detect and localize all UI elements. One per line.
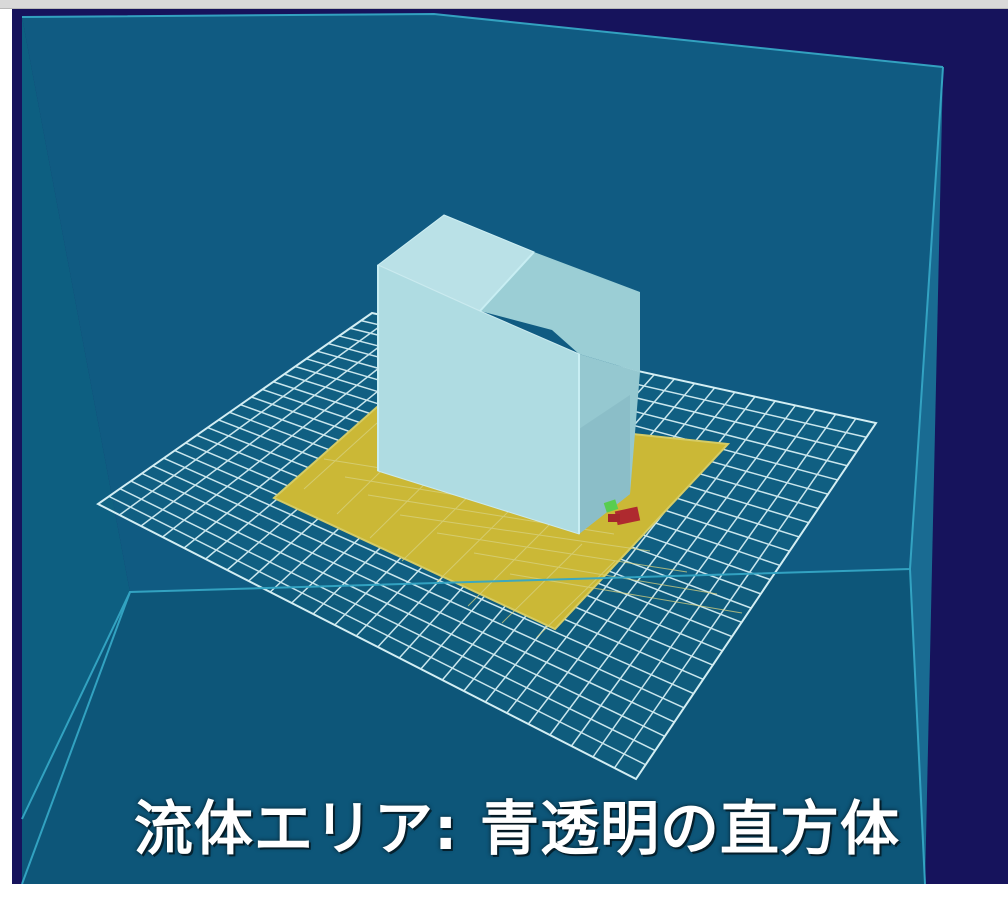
grid-line xyxy=(130,480,666,737)
grid-line xyxy=(140,321,413,527)
grid-line xyxy=(527,400,776,725)
fluid-box-front-panel xyxy=(22,14,943,884)
grid-line xyxy=(141,472,675,723)
fluid-box-left-panel xyxy=(22,17,130,819)
fluid-box-edges xyxy=(21,12,944,884)
fluid-box-bottom-panel xyxy=(22,569,925,884)
3d-viewport[interactable]: 流体エリア: 青透明の直方体 xyxy=(12,9,1008,884)
grid-line xyxy=(570,409,817,747)
plate-texture-line xyxy=(501,543,583,624)
grid-line xyxy=(119,316,393,516)
scene-3d xyxy=(21,12,944,884)
caption-text: 流体エリア: 青透明の直方体 xyxy=(133,794,901,863)
plate-texture-line xyxy=(473,552,718,595)
plate-texture-line xyxy=(467,523,551,607)
plate-texture-line xyxy=(303,422,378,490)
grid-line xyxy=(108,495,646,766)
building-model xyxy=(377,214,640,535)
grid-line xyxy=(119,488,656,752)
plate-texture-line xyxy=(399,514,651,552)
grid-line xyxy=(613,418,857,769)
grid-line xyxy=(592,413,837,758)
plate-texture-line xyxy=(436,532,688,573)
small-markers xyxy=(603,499,641,526)
grid-line xyxy=(163,457,694,695)
plate-texture-line xyxy=(536,560,616,638)
grid-line xyxy=(152,465,685,709)
fluid-box-right-panel xyxy=(910,67,943,884)
top-edge-bar xyxy=(0,0,1008,9)
